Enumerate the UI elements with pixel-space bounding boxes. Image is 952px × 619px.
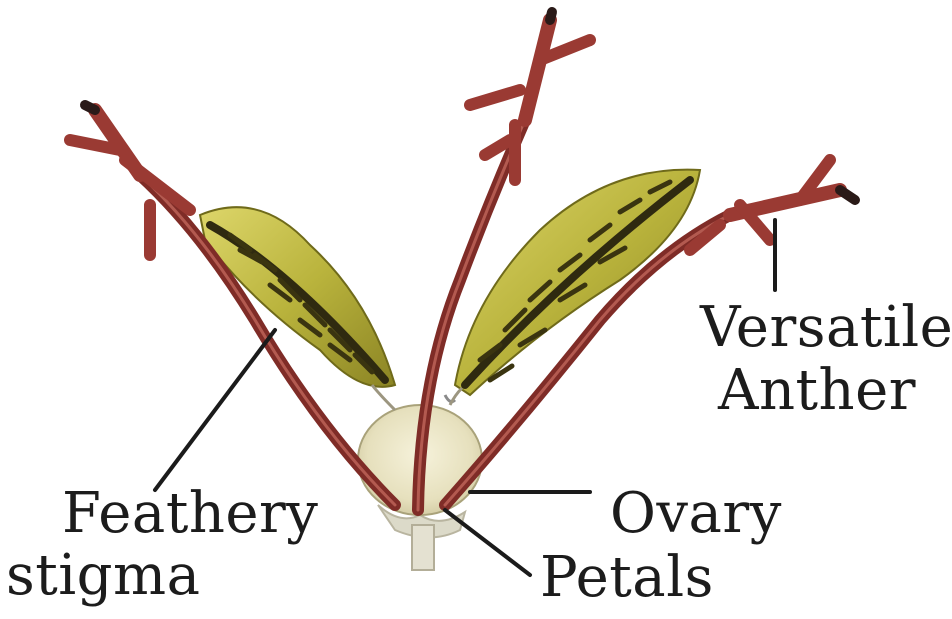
label-versatile: Versatile bbox=[700, 300, 952, 356]
label-anther: Anther bbox=[718, 363, 916, 419]
label-stigma: stigma bbox=[6, 548, 201, 604]
label-ovary: Ovary bbox=[610, 486, 782, 542]
label-feathery: Feathery bbox=[62, 486, 318, 542]
label-petals: Petals bbox=[540, 550, 714, 606]
